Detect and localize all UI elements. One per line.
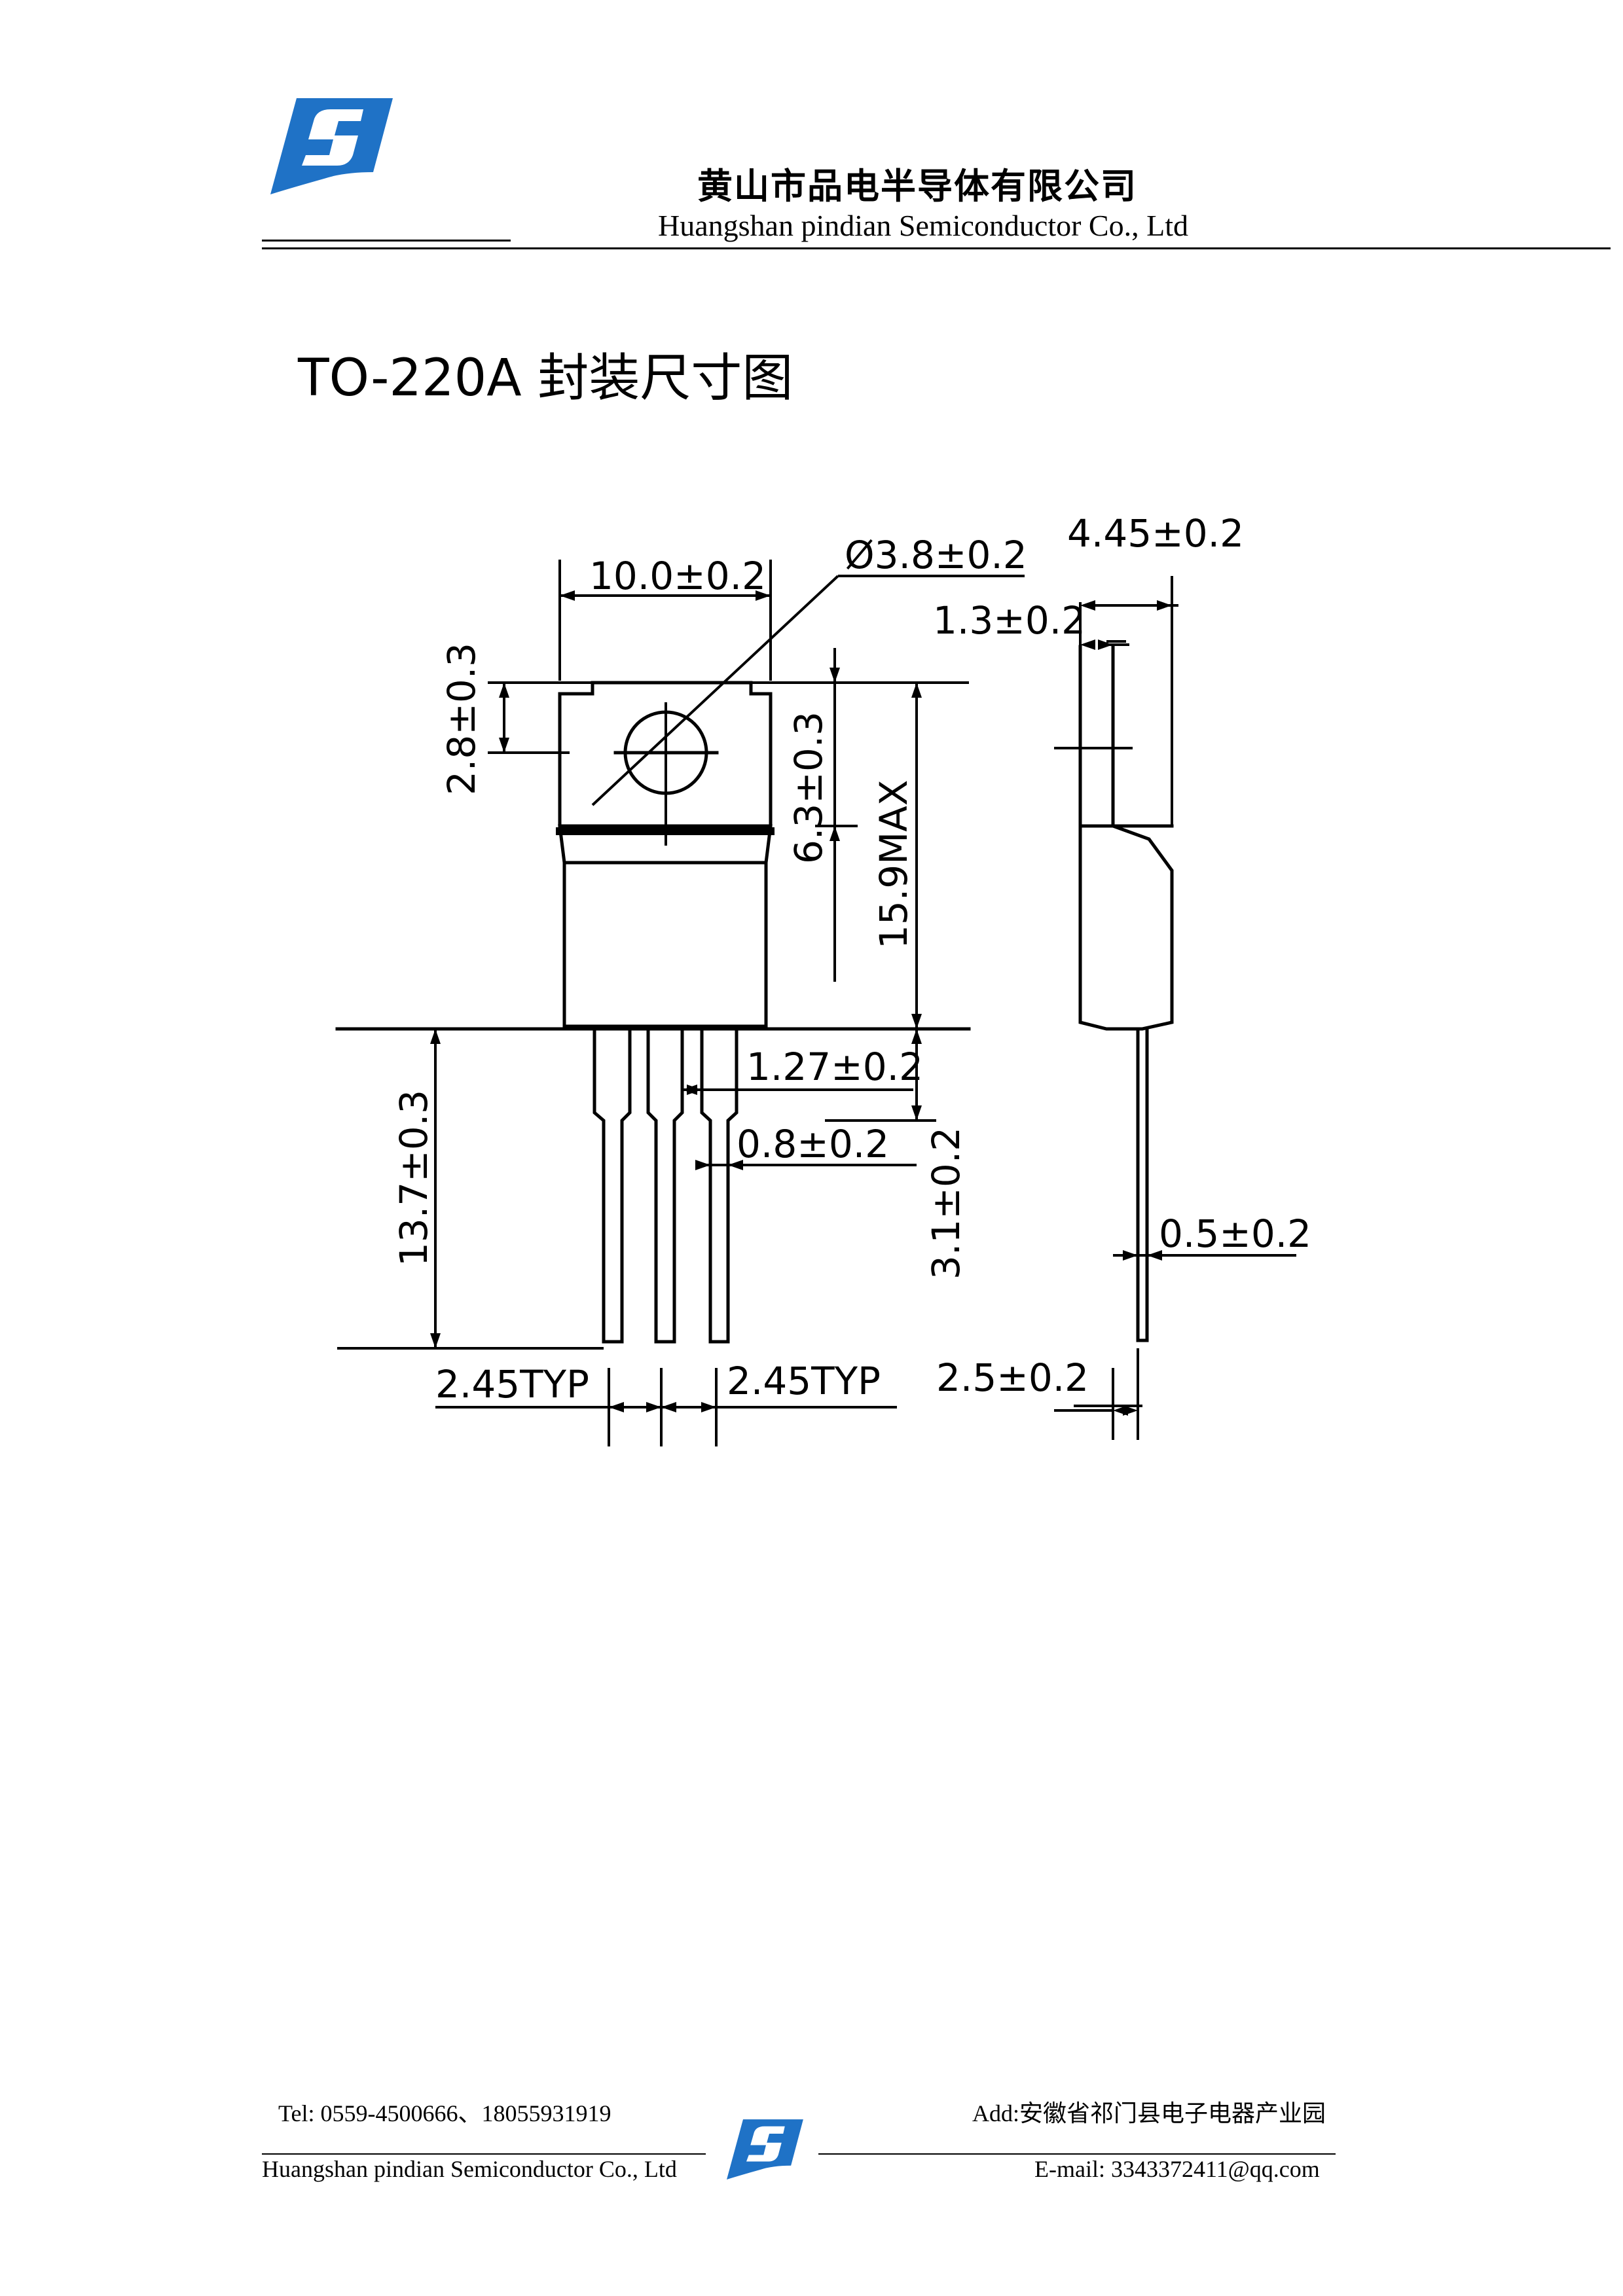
footer-rule-right [818, 2153, 1336, 2155]
dim-lead-thickness: 0.5±0.2 [1159, 1211, 1311, 1256]
dim-lead-length: 13.7±0.3 [392, 1090, 436, 1266]
dim-tab-height: 6.3±0.3 [786, 711, 831, 864]
dim-hole-diameter: Ø3.8±0.2 [845, 533, 1027, 577]
dim-thickness: 4.45±0.2 [1067, 511, 1244, 556]
dim-pitch-left: 2.45TYP [435, 1362, 589, 1407]
company-name-en: Huangshan pindian Semiconductor Co., Ltd [658, 209, 1188, 242]
dim-body-height: 15.9MAX [871, 780, 916, 949]
header-short-rule [262, 240, 511, 242]
dim-pitch-right: 2.45TYP [727, 1359, 881, 1403]
dim-lead-shoulder: 3.1±0.2 [924, 1127, 968, 1280]
package-outline-drawing: 10.0±0.2 Ø3.8±0.2 4.45±0.2 1.3±0.2 2.8±0… [335, 511, 1311, 1446]
dim-width: 10.0±0.2 [589, 554, 766, 598]
header-rule [262, 247, 1611, 249]
footer-rule-left [262, 2153, 706, 2155]
dim-lead-width: 0.8±0.2 [737, 1122, 889, 1166]
footer-email: E-mail: 3343372411@qq.com [1034, 2156, 1320, 2182]
dim-tab-thickness: 1.3±0.2 [933, 598, 1085, 643]
dim-hole-offset: 2.8±0.3 [439, 643, 484, 795]
dim-lead-width-top: 1.27±0.2 [746, 1045, 923, 1089]
footer-address: Add:安徽省祁门县电子电器产业园 [972, 2100, 1326, 2126]
page-title: TO-220A 封装尺寸图 [298, 349, 793, 408]
footer-logo [727, 2119, 803, 2179]
footer-tel: Tel: 0559-4500666、18055931919 [278, 2100, 611, 2126]
company-logo [270, 98, 393, 194]
company-name-cn: 黄山市品电半导体有限公司 [697, 165, 1137, 207]
dim-lead-offset: 2.5±0.2 [936, 1355, 1089, 1400]
footer-company-en: Huangshan pindian Semiconductor Co., Ltd [262, 2156, 677, 2182]
